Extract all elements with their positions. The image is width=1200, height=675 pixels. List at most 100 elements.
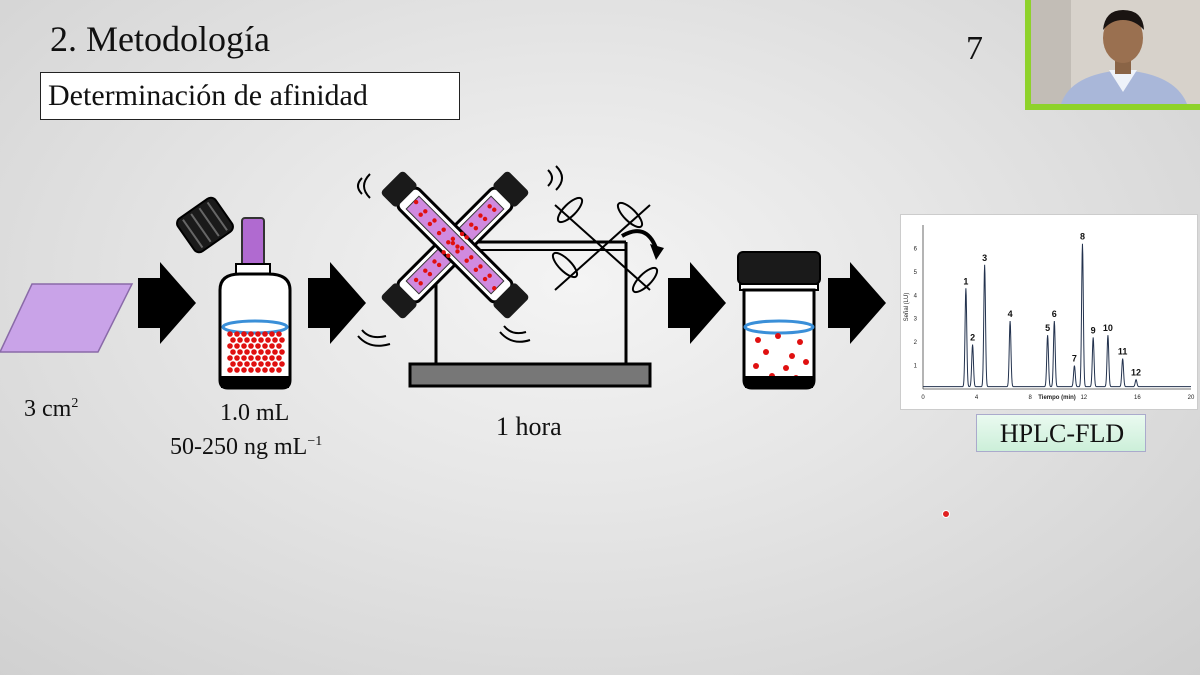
particle-dot [255,331,261,337]
particle-dot [460,232,464,236]
peak-label: 3 [982,253,987,263]
particle-dot [248,355,254,361]
vial-with-solution [175,195,290,388]
particle-dot [423,209,427,213]
peak-label: 8 [1080,232,1085,242]
peak-label: 7 [1072,354,1077,364]
particle-dot [469,223,473,227]
presenter-avatar [1031,0,1200,104]
particle-dot [803,359,809,365]
particle-dot [755,337,761,343]
particle-dot [483,217,487,221]
particle-dot [428,222,432,226]
x-tick-label: 0 [921,395,925,401]
peak-label: 4 [1008,309,1013,319]
x-tick-label: 20 [1188,395,1195,401]
particle-dot [474,226,478,230]
x-tick-label: 8 [1029,395,1033,401]
particle-dot [428,272,432,276]
particle-dot [237,337,243,343]
particle-dot [258,337,264,343]
particle-dot [227,355,233,361]
particle-dot [255,343,261,349]
particle-dot [276,367,282,373]
x-tick-label: 4 [975,395,979,401]
particle-dot [432,218,436,222]
particle-dot [230,361,236,367]
particle-dot [478,213,482,217]
particle-dot [460,246,464,250]
particle-dot [775,333,781,339]
particle-dot [451,237,455,241]
process-arrow-4 [828,262,886,344]
particle-dot [241,355,247,361]
particle-dot [478,264,482,268]
concentration-label: 50-250 ng mL−1 [170,434,322,461]
chromatogram-trace [923,244,1191,387]
particle-dot [241,367,247,373]
particle-dot [464,235,468,239]
process-arrow-3 [668,262,726,344]
particle-dot [797,339,803,345]
volume-label: 1.0 mL [220,400,289,427]
peak-label: 5 [1045,323,1050,333]
particle-dot [487,204,491,208]
particle-dot [414,278,418,282]
particle-dot [269,355,275,361]
particle-dot [262,367,268,373]
particle-dot [432,259,436,263]
particle-dot [255,355,261,361]
particle-dot [492,208,496,212]
peak-label: 6 [1052,309,1057,319]
particle-dot [483,277,487,281]
particle-dot [474,268,478,272]
particle-dot [251,361,257,367]
process-arrow-2 [308,262,366,344]
particle-dot [272,349,278,355]
particle-dot [255,367,261,373]
x-tick-label: 16 [1134,395,1141,401]
particle-dot [279,337,285,343]
particle-dot [227,331,233,337]
area-label: 3 cm2 [24,396,78,423]
particle-dot [244,337,250,343]
particle-dot [258,361,264,367]
particle-dot [227,367,233,373]
particle-dot [783,365,789,371]
x-axis-label: Tiempo (min) [1038,395,1076,401]
particle-dot [446,254,450,258]
webcam-feed [1025,0,1200,110]
particle-dot [262,355,268,361]
particle-dot [251,349,257,355]
particle-dot [244,361,250,367]
particle-dot [230,349,236,355]
particle-dot [441,250,445,254]
particle-dot [276,355,282,361]
particle-dot [464,258,468,262]
laser-pointer [942,510,950,518]
particle-dot [414,200,418,204]
y-tick-label: 2 [914,340,918,346]
particle-dot [234,355,240,361]
particle-dot [279,349,285,355]
y-tick-label: 1 [914,364,918,370]
particle-dot [437,231,441,235]
membrane-sample [0,284,132,352]
hplc-method-box: HPLC-FLD [976,414,1146,452]
particle-dot [455,249,459,253]
particle-dot [279,361,285,367]
particle-dot [265,349,271,355]
particle-dot [276,343,282,349]
particle-dot [237,349,243,355]
peak-label: 1 [963,276,968,286]
y-tick-label: 5 [914,270,918,276]
particle-dot [244,349,250,355]
y-tick-label: 4 [914,293,918,299]
particle-dot [237,361,243,367]
particle-dot [251,337,257,343]
particle-dot [492,286,496,290]
particle-dot [272,337,278,343]
y-tick-label: 3 [914,317,918,323]
